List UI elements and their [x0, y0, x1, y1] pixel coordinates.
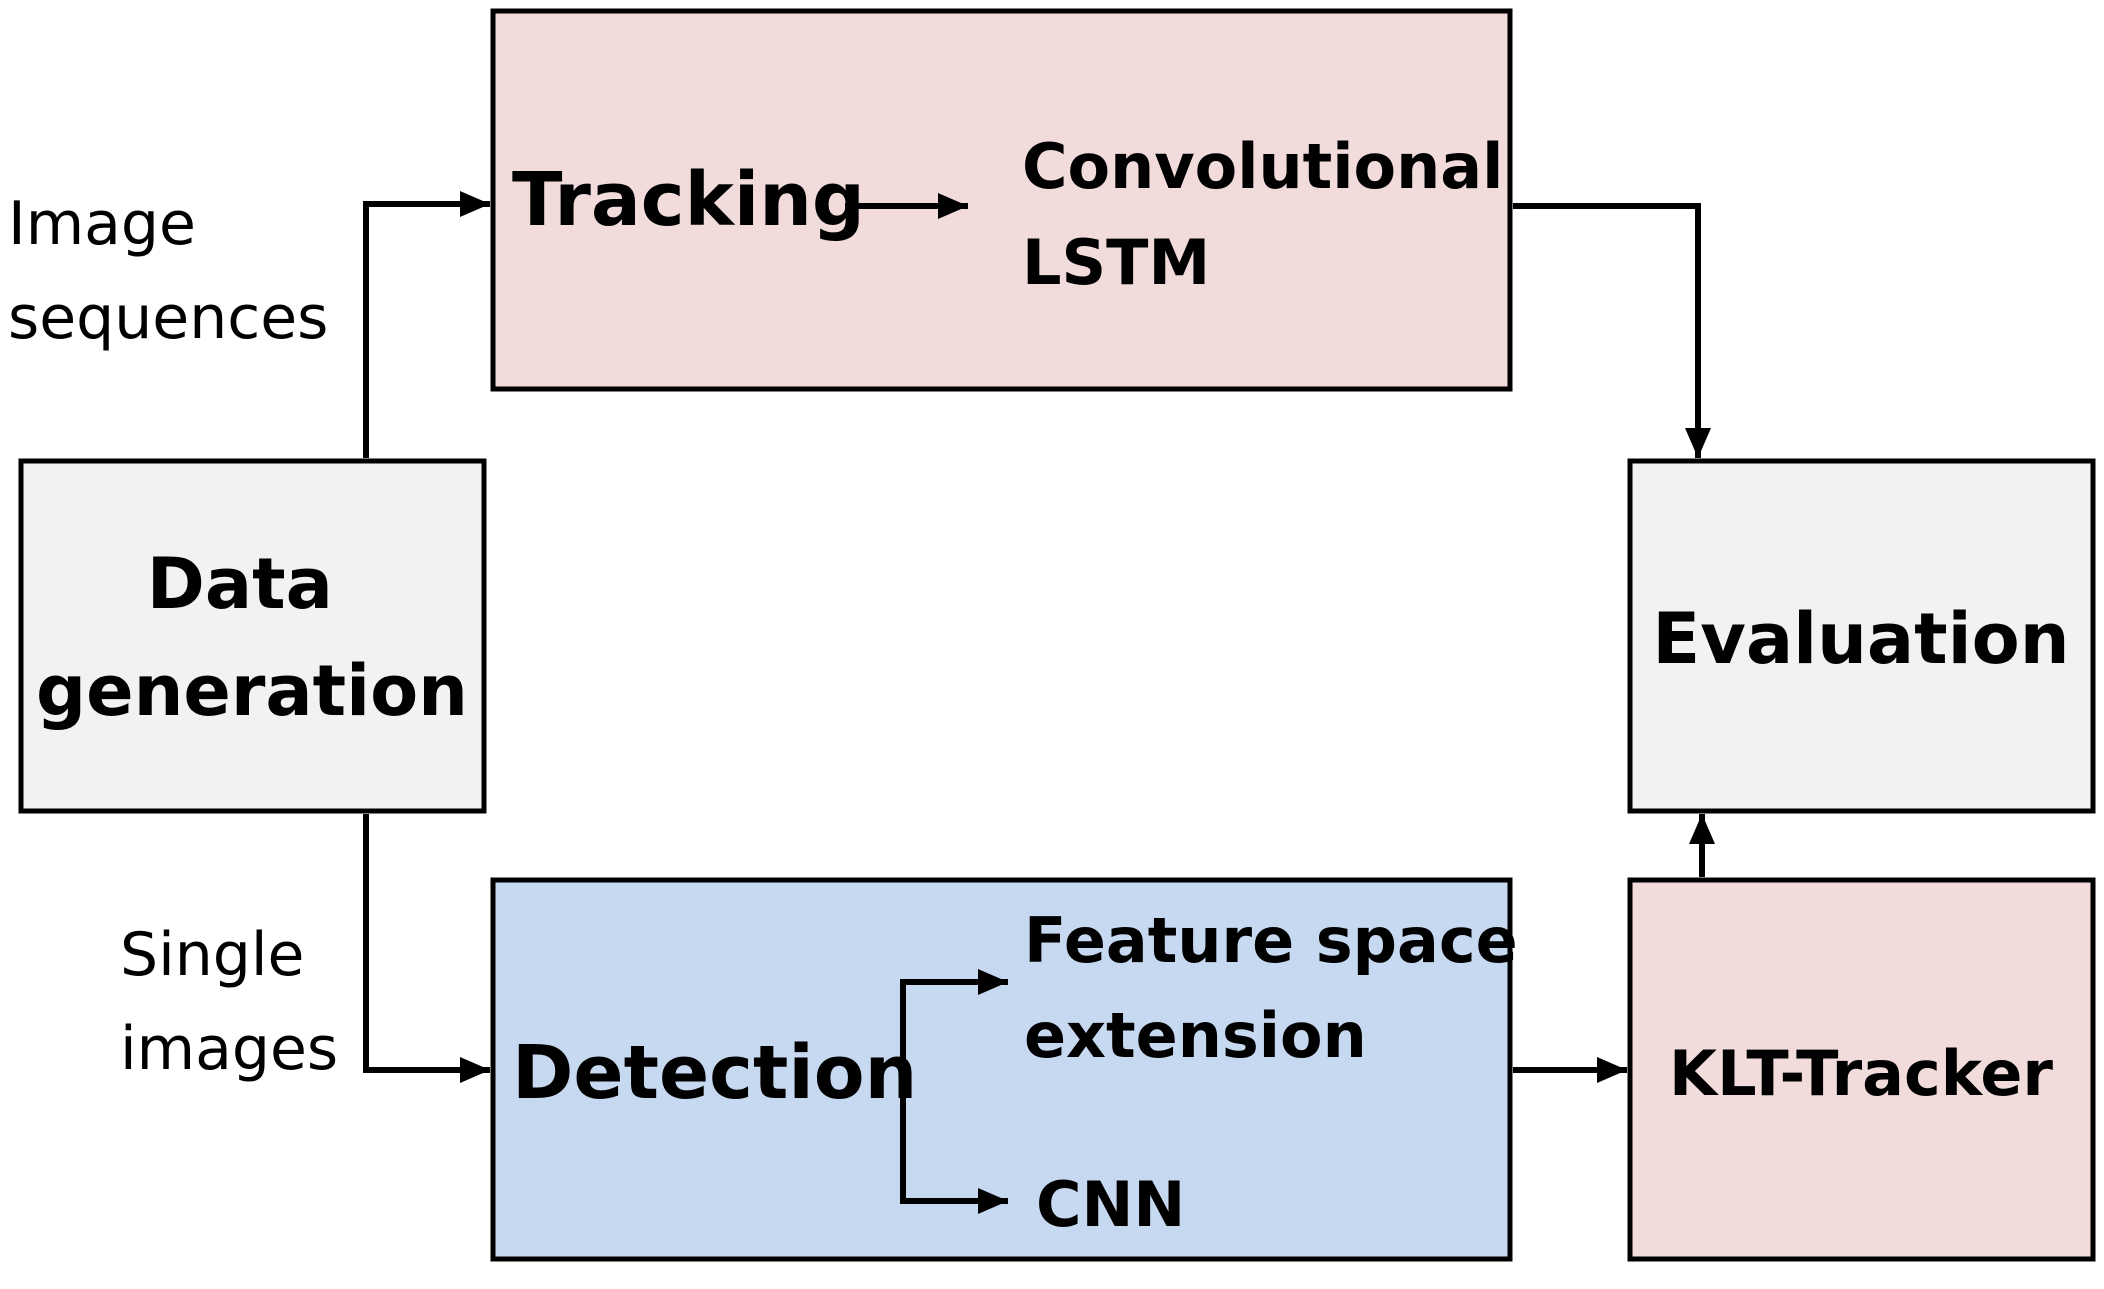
evaluation-label: Evaluation — [1652, 598, 2069, 680]
klt-tracker-box — [1627, 877, 2096, 1262]
arrow-data-to-detection — [363, 814, 490, 1083]
image-sequences-line2: sequences — [8, 283, 328, 353]
convolutional-lstm-line1: Convolutional — [1022, 130, 1503, 203]
tracking-label: Tracking — [512, 157, 865, 243]
klt-tracker-label: KLT-Tracker — [1669, 1037, 2053, 1110]
detection-box — [490, 877, 1513, 1262]
cnn-label: CNN — [1036, 1168, 1185, 1241]
convolutional-lstm-line2: LSTM — [1022, 226, 1210, 299]
evaluation-box — [1627, 458, 2096, 814]
data-generation-label: Data generation — [36, 543, 468, 732]
single-images-line2: images — [120, 1014, 338, 1084]
image-sequences-label: Image sequences — [8, 189, 328, 353]
single-images-label: Single images — [120, 920, 338, 1084]
image-sequences-line1: Image — [8, 189, 196, 259]
data-generation-box — [18, 458, 487, 814]
feature-space-extension-line2: extension — [1024, 999, 1367, 1072]
convolutional-lstm-label: Convolutional LSTM — [1022, 130, 1525, 299]
feature-space-extension-label: Feature space extension — [1024, 904, 1539, 1072]
arrow-detection-to-feature-space — [900, 969, 1008, 1204]
single-images-line1: Single — [120, 920, 304, 990]
arrow-tracking-to-evaluation — [1513, 203, 1711, 458]
data-generation-line2: generation — [36, 650, 468, 732]
feature-space-extension-line1: Feature space — [1024, 904, 1518, 977]
arrow-data-to-tracking — [363, 191, 490, 458]
detection-label: Detection — [512, 1030, 917, 1116]
tracking-box — [490, 8, 1513, 392]
data-generation-line1: Data — [147, 543, 333, 625]
